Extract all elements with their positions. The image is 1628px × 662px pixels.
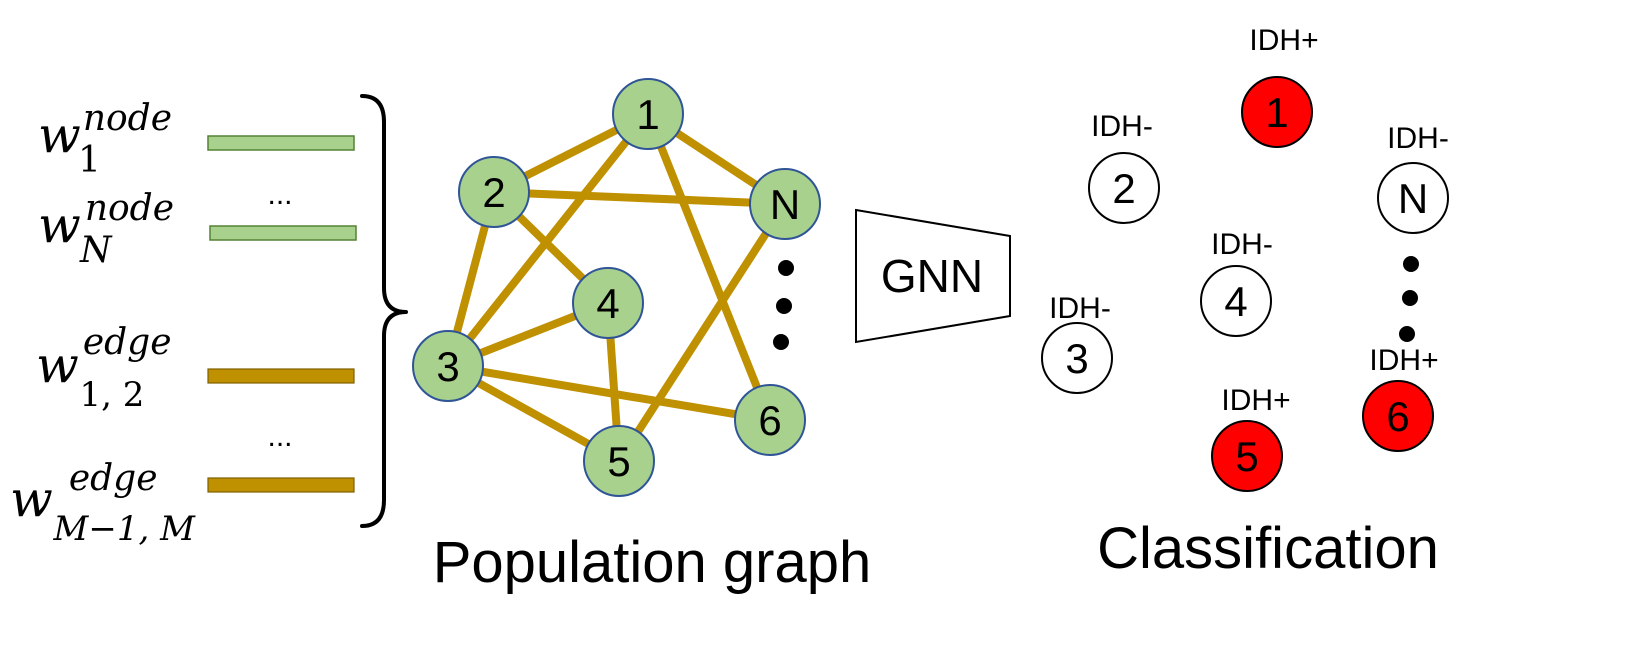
classification-node-1: IDH+ 1: [1241, 24, 1319, 148]
classification-node-label: N: [1398, 175, 1428, 222]
gnn-trapezoid: [855, 208, 1011, 344]
classification-node-label: 5: [1235, 433, 1258, 480]
classification-node-4: IDH- 4: [1200, 228, 1273, 337]
graph-node-4: 4: [572, 267, 644, 339]
classification-node-circle: [1088, 152, 1160, 224]
graph-node-label: 4: [596, 280, 619, 327]
node-weight-bar-n: [209, 225, 357, 241]
classification-node-circle: [1211, 420, 1283, 492]
graph-node-circle: [749, 168, 821, 240]
edge-weight-bar-mm: [207, 477, 355, 493]
graph-node-circle: [583, 425, 655, 497]
classification-ellipsis-dot: [1403, 256, 1419, 272]
class-label: IDH-: [1211, 228, 1273, 261]
graph-edge-2-N: [493, 188, 786, 208]
graph-node-5: 5: [583, 425, 655, 497]
curly-brace: [360, 94, 408, 528]
node-weight-ellipsis: ...: [267, 178, 292, 211]
class-label: IDH-: [1049, 292, 1111, 325]
class-label: IDH+: [1221, 384, 1290, 417]
classification-node-circle: [1377, 162, 1449, 234]
graph-edge-5-N: [615, 201, 789, 464]
classification-node-label: 3: [1065, 335, 1088, 382]
graph-node-2: 2: [458, 156, 530, 228]
graph-ellipsis-dot: [778, 260, 794, 276]
graph-edge-1-6: [644, 112, 774, 422]
classification-node-circle: [1200, 265, 1272, 337]
classification-ellipsis-dot: [1402, 290, 1418, 306]
graph-ellipsis-dot: [773, 334, 789, 350]
classification-node-circle: [1362, 380, 1434, 452]
class-label: IDH+: [1249, 24, 1318, 57]
graph-node-n: N: [749, 168, 821, 240]
gnn-block: GNN: [855, 208, 1011, 344]
graph-node-1: 1: [612, 78, 684, 150]
class-label: IDH-: [1091, 110, 1153, 143]
classification-node-circle: [1041, 322, 1113, 394]
graph-node-circle: [412, 330, 484, 402]
classification-node-5: IDH+ 5: [1211, 384, 1291, 492]
graph-edge-3-6: [447, 362, 771, 424]
gnn-label: GNN: [881, 250, 983, 302]
graph-node-circle: [458, 156, 530, 228]
classification-ellipsis-dots: [1399, 256, 1419, 342]
class-label: IDH+: [1369, 344, 1438, 377]
graph-node-label: 1: [636, 91, 659, 138]
graph-ellipsis-dot: [776, 298, 792, 314]
classification-node-label: 4: [1224, 278, 1247, 325]
graph-node-label: N: [770, 181, 800, 228]
classification-node-label: 2: [1112, 165, 1135, 212]
graph-node-circle: [572, 267, 644, 339]
graph-node-label: 2: [482, 169, 505, 216]
classification-ellipsis-dot: [1399, 326, 1415, 342]
classification-node-n: IDH- N: [1377, 122, 1449, 234]
graph-node-circle: [612, 78, 684, 150]
classification-node-3: IDH- 3: [1041, 292, 1113, 394]
graph-node-label: 3: [436, 343, 459, 390]
graph-node-label: 5: [607, 438, 630, 485]
graph-node-6: 6: [734, 384, 806, 456]
graph-node-label: 6: [758, 397, 781, 444]
classification-node-label: 6: [1386, 393, 1409, 440]
classification-caption: Classification: [1097, 516, 1439, 581]
classification-node-6: IDH+ 6: [1362, 344, 1439, 452]
edge-weight-ellipsis: ...: [267, 420, 292, 453]
graph-node-3: 3: [412, 330, 484, 402]
node-weight-bar-1: [207, 135, 355, 151]
graph-ellipsis-dots: [773, 260, 794, 350]
edge-weight-bar-12: [207, 368, 355, 384]
class-label: IDH-: [1387, 122, 1449, 155]
graph-node-circle: [734, 384, 806, 456]
graph-nodes: 1 2 N 4 3 6 5: [412, 78, 821, 497]
population-graph-caption: Population graph: [433, 530, 872, 595]
classification-node-label: 1: [1265, 89, 1288, 136]
classification-node-circle: [1241, 76, 1313, 148]
classification-node-2: IDH- 2: [1088, 110, 1160, 224]
